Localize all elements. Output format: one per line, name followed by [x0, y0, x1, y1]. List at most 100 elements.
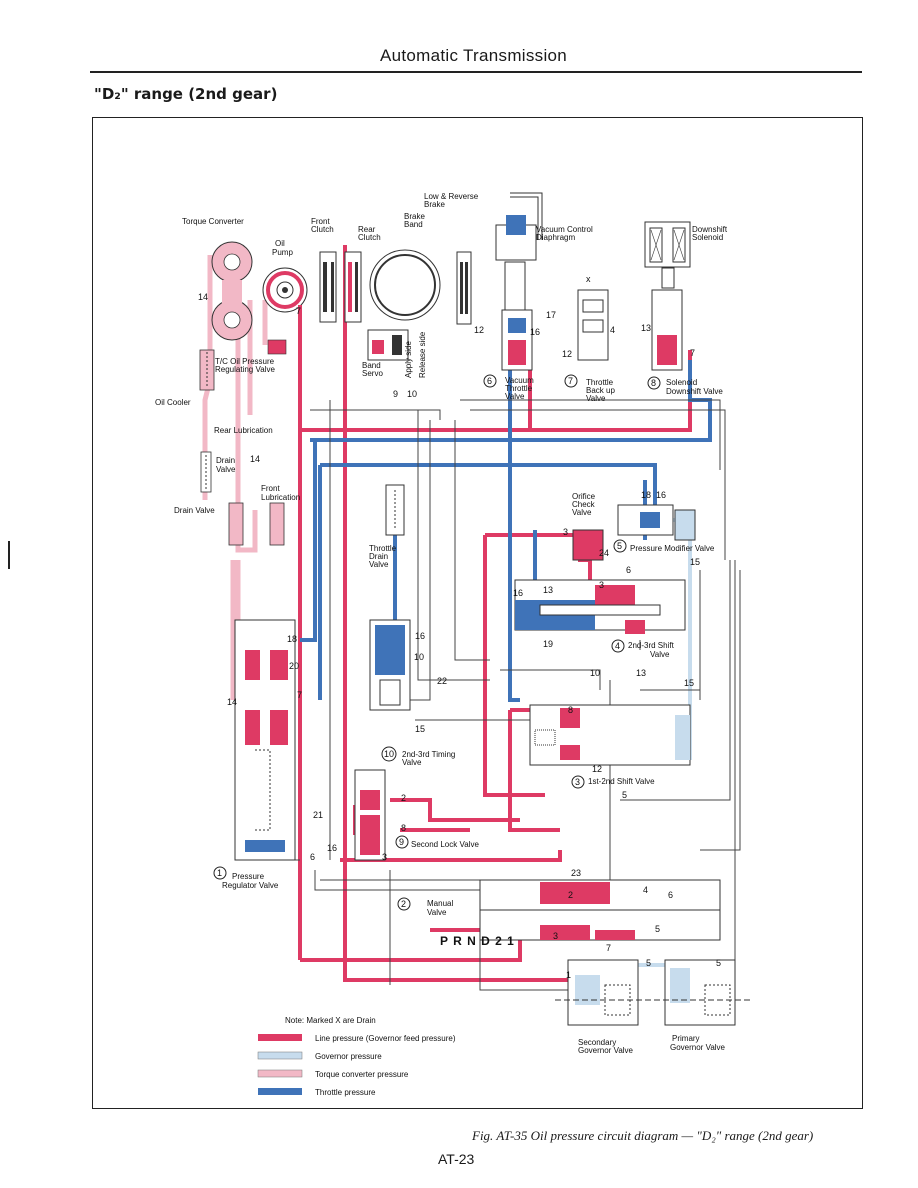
legend-swatch-throttle-pressure	[258, 1088, 302, 1095]
label-pressure-regulator-1: Pressure	[232, 872, 265, 881]
svg-text:18: 18	[641, 490, 651, 500]
svg-text:14: 14	[227, 697, 237, 707]
svg-text:3: 3	[382, 852, 387, 862]
svg-text:10: 10	[407, 389, 417, 399]
legend-note: Note: Marked X are Drain	[285, 1016, 376, 1025]
label-torque-converter: Torque Converter	[182, 217, 244, 226]
legend-item-governor-pressure: Governor pressure	[257, 1051, 382, 1061]
figure-caption: Fig. AT-35 Oil pressure circuit diagram …	[472, 1128, 814, 1143]
svg-text:23: 23	[571, 868, 581, 878]
svg-text:12: 12	[592, 764, 602, 774]
svg-text:19: 19	[543, 639, 553, 649]
svg-text:18: 18	[287, 634, 297, 644]
circled-number-8: 8	[647, 376, 661, 390]
circled-number-5: 5	[613, 539, 627, 553]
svg-text:9: 9	[399, 837, 404, 847]
oil-strainer	[267, 339, 287, 355]
legend-item-torque-converter-pressure: Torque converter pressure	[257, 1069, 409, 1079]
primary-governor	[664, 959, 736, 1026]
label-band-servo-1: Band	[362, 361, 381, 370]
label-brake-band-2: Band	[404, 220, 423, 229]
band-servo	[367, 329, 409, 361]
oil-pump	[262, 267, 308, 313]
low-reverse-brake	[456, 251, 472, 325]
svg-text:4: 4	[610, 325, 615, 335]
label-oil-cooler: Oil Cooler	[155, 398, 191, 407]
solenoid-downshift-valve	[651, 289, 683, 371]
label-vacuum-control-2: Diaphragm	[536, 233, 575, 242]
secondary-governor	[567, 959, 639, 1026]
label-shift-23-2: Valve	[650, 650, 670, 659]
line-numbers: 14 7 12 17 16 4 13 12 7 9 10 18 16 3 24 …	[198, 274, 721, 980]
svg-text:5: 5	[646, 958, 651, 968]
torque-converter	[211, 241, 253, 341]
second-lock-valve	[354, 769, 386, 861]
svg-text:7: 7	[690, 348, 695, 358]
svg-text:13: 13	[641, 323, 651, 333]
label-timing-23-2: Valve	[402, 758, 422, 767]
page-header-title: Automatic Transmission	[380, 46, 568, 65]
label-apply-side: Apply side	[404, 341, 413, 378]
label-solenoid-downshift-2: Downshift Valve	[666, 387, 723, 396]
circled-number-2: 2	[397, 897, 411, 911]
svg-text:22: 22	[437, 676, 447, 686]
svg-text:14: 14	[250, 454, 260, 464]
legend-swatch-line-pressure	[258, 1034, 302, 1041]
svg-text:7: 7	[606, 943, 611, 953]
svg-text:6: 6	[668, 890, 673, 900]
margin-bar	[8, 541, 10, 569]
svg-text:3: 3	[563, 527, 568, 537]
svg-text:10: 10	[384, 749, 394, 759]
label-orifice-check-1: Orifice	[572, 492, 596, 501]
svg-text:8: 8	[401, 823, 406, 833]
label-vacuum-throttle-1: Vacuum	[505, 376, 534, 385]
legend-label-torque-converter-pressure: Torque converter pressure	[315, 1070, 409, 1079]
throttle-back-up-valve	[577, 289, 609, 361]
svg-text:12: 12	[474, 325, 484, 335]
label-front-clutch-2: Clutch	[311, 225, 334, 234]
label-manual-valve-2: Valve	[427, 908, 447, 917]
circled-number-9: 9	[395, 835, 409, 849]
svg-text:5: 5	[716, 958, 721, 968]
label-vacuum-throttle-3: Valve	[505, 392, 525, 401]
svg-text:3: 3	[599, 580, 604, 590]
label-downshift-solenoid-2: Solenoid	[692, 233, 723, 242]
label-drain-valve-1: Drain	[216, 456, 235, 465]
svg-text:10: 10	[590, 668, 600, 678]
label-rear-clutch-1: Rear	[358, 225, 376, 234]
svg-text:13: 13	[636, 668, 646, 678]
label-throttle-drain-1: Throttle	[369, 544, 397, 553]
legend: Note: Marked X are Drain Line pressure (…	[257, 1016, 456, 1097]
label-second-lock: Second Lock Valve	[411, 840, 479, 849]
label-rear-lubrication: Rear Lubrication	[214, 426, 273, 435]
manual-valve	[479, 879, 721, 941]
label-pressure-modifier: Pressure Modifier Valve	[630, 544, 715, 553]
page-number: AT-23	[438, 1151, 475, 1167]
label-front-lubrication-2: Lubrication	[261, 493, 300, 502]
svg-text:9: 9	[393, 389, 398, 399]
svg-text:x: x	[586, 274, 591, 284]
label-vacuum-control-1: Vacuum Control	[536, 225, 593, 234]
circled-number-1: 1	[213, 866, 227, 880]
timing-valve-2-3	[369, 619, 411, 711]
tc-regulating-valve	[199, 349, 215, 391]
svg-text:1: 1	[566, 970, 571, 980]
label-pressure-regulator-2: Regulator Valve	[222, 881, 279, 890]
svg-text:16: 16	[415, 631, 425, 641]
brake-band	[369, 249, 441, 321]
rear-clutch	[344, 251, 362, 323]
svg-text:4: 4	[615, 641, 620, 651]
circled-number-4: 4	[611, 639, 625, 653]
svg-text:5: 5	[617, 541, 622, 551]
label-throttle-backup-1: Throttle	[586, 378, 614, 387]
svg-text:20: 20	[289, 661, 299, 671]
label-throttle-drain-2: Drain	[369, 552, 388, 561]
orifice-check-valve	[617, 504, 674, 536]
label-solenoid-downshift-1: Solenoid	[666, 378, 697, 387]
label-tc-regulating-2: Regulating Valve	[215, 365, 275, 374]
svg-text:2: 2	[568, 890, 573, 900]
label-prnd21: P R N D 2 1	[440, 934, 515, 948]
svg-text:13: 13	[543, 585, 553, 595]
circled-number-6: 6	[483, 374, 497, 388]
